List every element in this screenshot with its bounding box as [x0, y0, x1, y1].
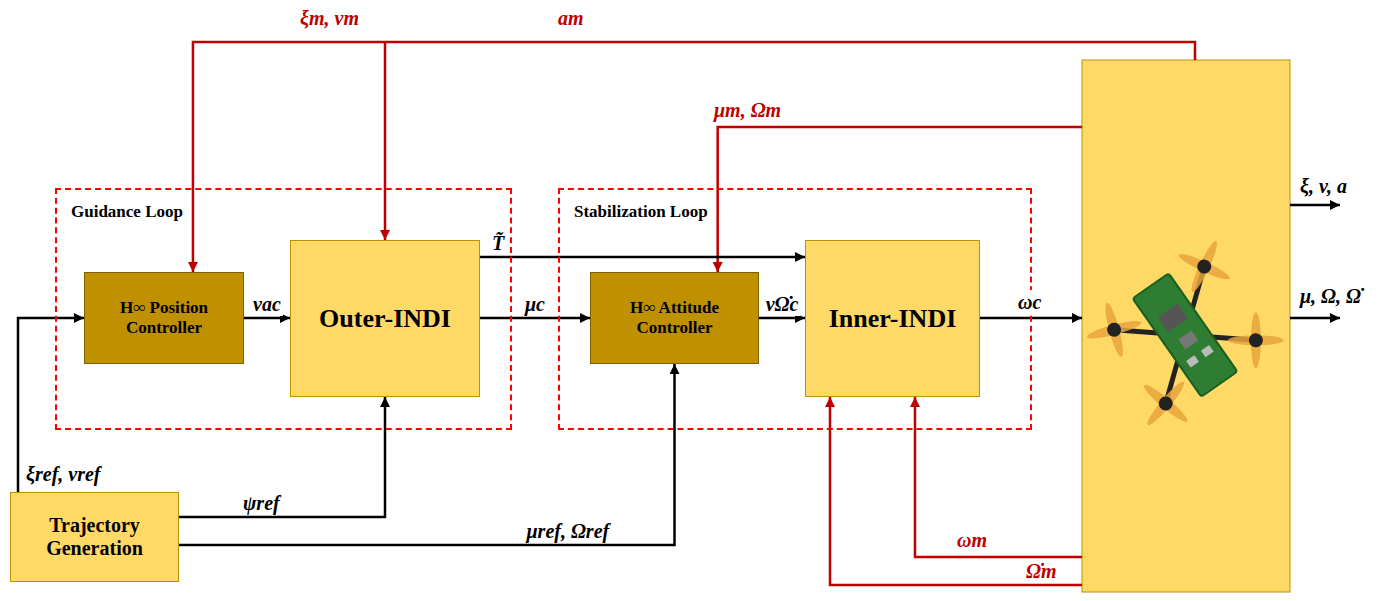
plant-box [1082, 60, 1290, 592]
box-label: H∞ Attitude Controller [591, 298, 758, 337]
signal-name: ωc [1016, 290, 1043, 314]
box-label: Outer-INDI [319, 304, 451, 334]
signal-connector [179, 364, 675, 545]
signal-name: am [556, 6, 586, 30]
controller-box: H∞ Attitude Controller [590, 272, 759, 364]
signal-name: μ, Ω, Ω̇ [1298, 284, 1363, 308]
signal-wire [384, 42, 387, 240]
signal-name: νΩ̇c [764, 292, 801, 316]
signal-wire [915, 397, 1082, 557]
box-label: H∞ Position Controller [85, 298, 243, 337]
signal-name: ξm, vm [298, 6, 361, 30]
process-box: Trajectory Generation [10, 492, 179, 582]
signal-connector [179, 397, 385, 517]
box-label: Trajectory Generation [11, 514, 178, 560]
signal-wire [1290, 317, 1340, 320]
signal-wire [718, 127, 1082, 272]
controller-box: H∞ Position Controller [84, 272, 244, 364]
loop-heading: Stabilization Loop [574, 202, 708, 222]
signal-name: μc [523, 292, 547, 316]
signal-name: ξref, vref [24, 462, 103, 486]
signal-wire [193, 42, 1195, 272]
signal-name: νac [251, 292, 283, 316]
signal-wire [830, 397, 1082, 585]
drone-figure [1075, 228, 1294, 443]
process-box: Inner-INDI [805, 240, 980, 397]
signal-name: ωm [955, 528, 989, 552]
signal-name: μref, Ωref [525, 519, 612, 543]
signal-connector [480, 256, 805, 259]
signal-connector [18, 318, 84, 492]
signal-connector [244, 317, 290, 320]
loop-region: Stabilization Loop H∞ Attitude Controller… [558, 188, 1032, 430]
loop-heading: Guidance Loop [71, 202, 183, 222]
signal-connector [759, 317, 805, 320]
signal-wire [980, 317, 1082, 320]
signal-name: T̃ [490, 231, 506, 255]
process-box: Outer-INDI [290, 240, 480, 397]
signal-name: ξ, v, a [1298, 174, 1349, 198]
loop-region: Guidance Loop H∞ Position Controller Outer… [55, 188, 512, 430]
signal-name: μm, Ωm [712, 98, 783, 122]
signal-name: Ω̇m [1024, 559, 1058, 583]
box-label: Inner-INDI [829, 304, 957, 334]
signal-name: ψref [241, 491, 282, 515]
signal-wire [1290, 204, 1340, 207]
signal-connector [480, 317, 590, 320]
